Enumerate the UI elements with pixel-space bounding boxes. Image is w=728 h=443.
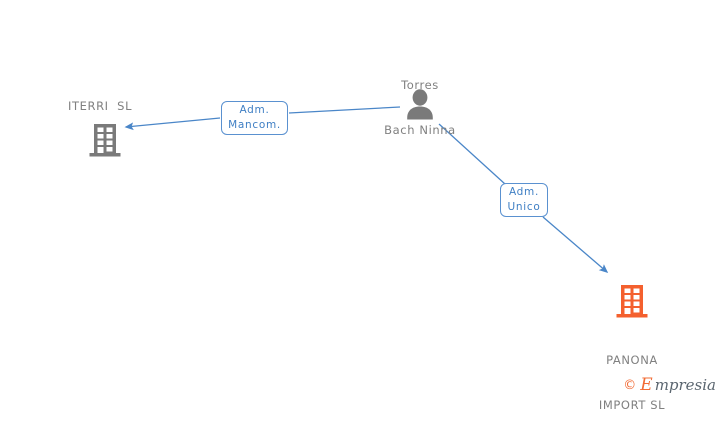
relation-label-line-2: Unico <box>507 201 541 213</box>
node-label-torres-line-2: Bach Ninna <box>384 123 456 137</box>
watermark-brand-initial: E <box>640 375 653 395</box>
node-label-torres-line-1: Torres <box>401 78 439 92</box>
node-label-iterri: ITERRI SL <box>68 99 133 113</box>
relation-label-line-2: Mancom. <box>228 119 281 131</box>
building-icon-orange <box>616 285 648 318</box>
watermark-empresia: © E mpresia <box>623 377 716 394</box>
relation-label-adm-mancom[interactable]: Adm. Mancom. <box>221 101 288 135</box>
relation-diagram-canvas: ITERRI SL Adm. Mancom. Torres Bach Ninna <box>68 48 716 412</box>
edge-arrow-unico-to-panona <box>542 216 609 273</box>
building-icon-gray <box>89 124 121 157</box>
relation-label-adm-unico[interactable]: Adm. Unico <box>500 183 548 217</box>
edge-arrow-mancom-to-iterri <box>124 117 221 131</box>
relation-label-line-1: Adm. <box>508 186 540 198</box>
person-icon <box>407 89 433 120</box>
watermark-brand-name: mpresia <box>654 376 716 394</box>
copyright-icon: © <box>623 378 637 393</box>
node-label-panona-line-1: PANONA <box>606 353 658 367</box>
node-label-torres: Torres Bach Ninna <box>320 48 520 168</box>
relation-label-line-1: Adm. <box>239 104 270 116</box>
node-label-panona-line-2: IMPORT SL <box>598 398 666 412</box>
